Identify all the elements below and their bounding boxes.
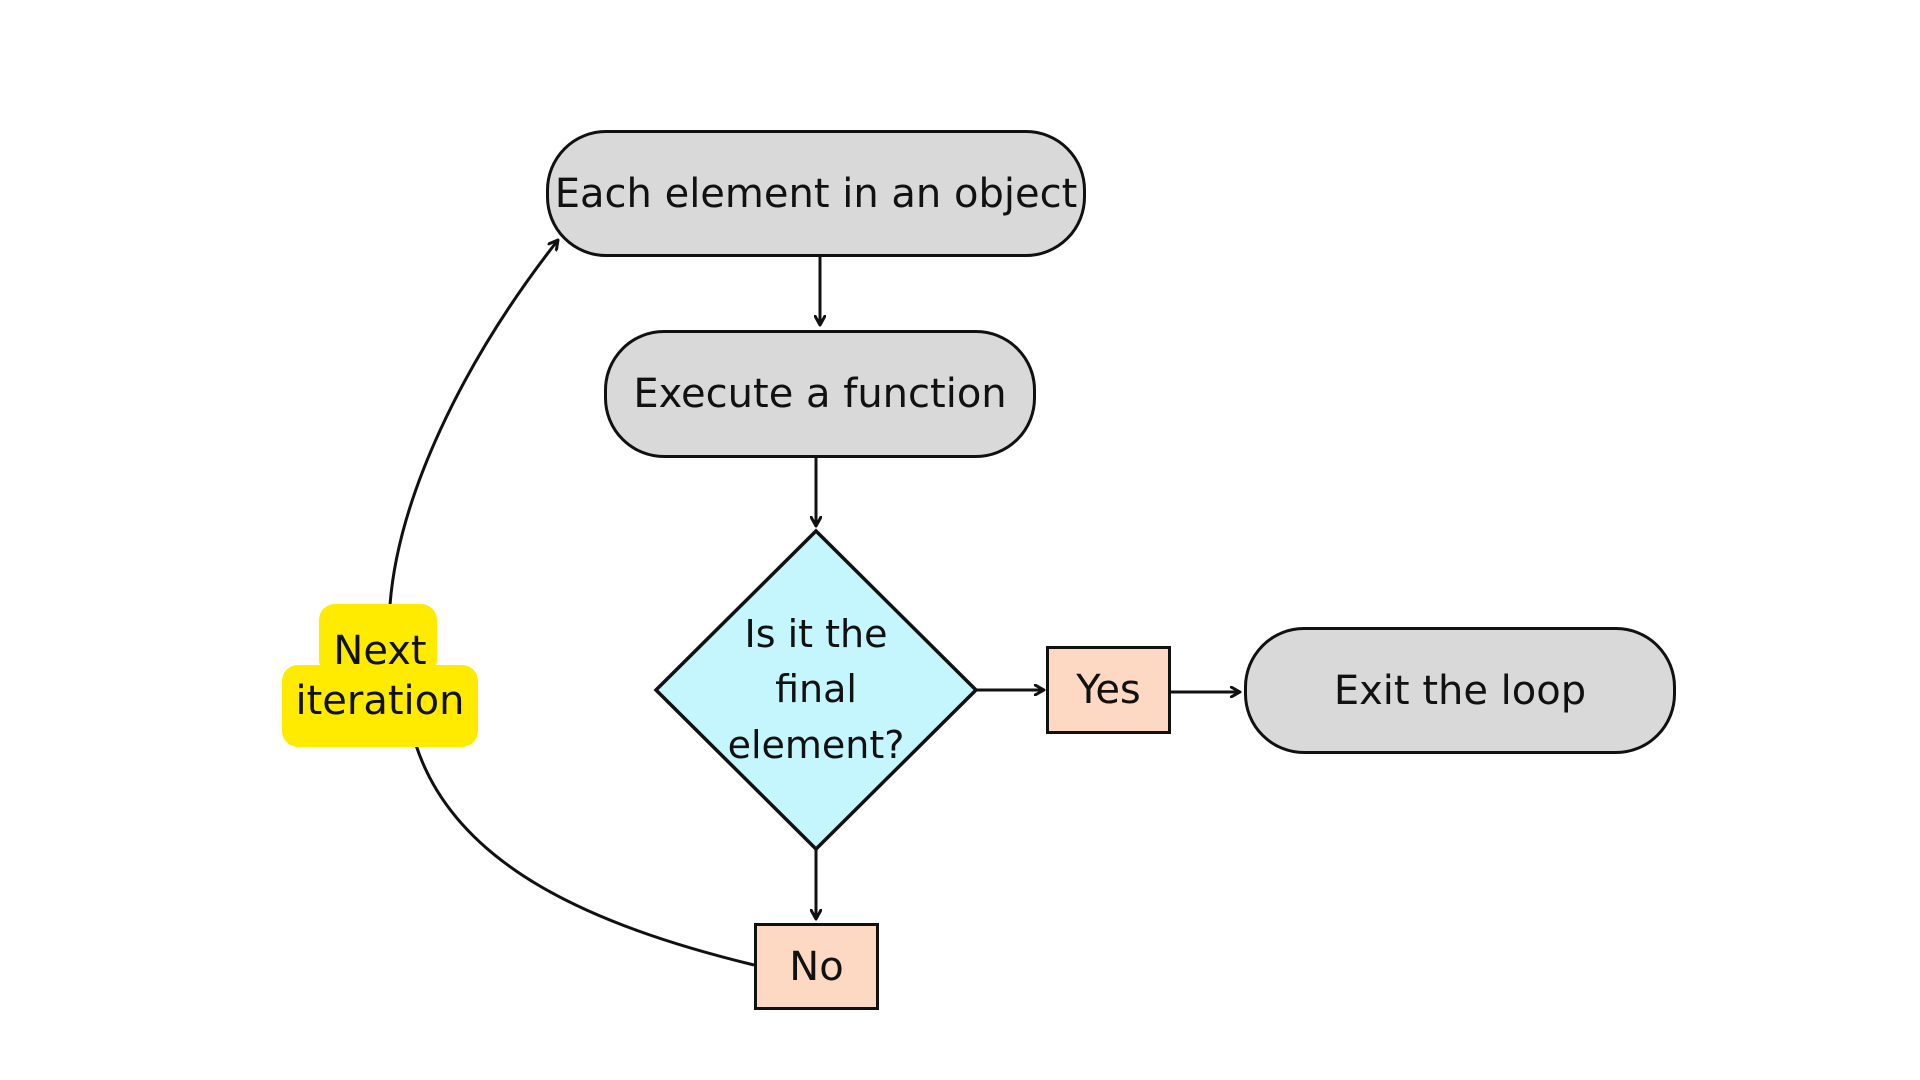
node-exit-label: Exit the loop [1333,667,1587,714]
node-no: No [754,923,879,1010]
node-exit: Exit the loop [1244,627,1676,754]
decision-line-3: element? [727,722,905,767]
node-start-label: Each element in an object [554,170,1078,217]
arrow-no-to-start-lower [414,744,755,967]
decision-line-2: final [775,667,857,712]
node-process: Execute a function [604,330,1036,458]
loop-label-line-2: iteration [295,677,465,724]
loop-label-line-1: Next [333,627,427,674]
node-yes: Yes [1046,646,1171,734]
arrow-no-to-start-upper [388,240,558,606]
node-decision-label: Is it the final element? [706,600,926,780]
loop-label-highlight [282,604,478,747]
loop-label: Next iteration [282,604,478,747]
node-process-label: Execute a function [633,371,1007,417]
decision-line-1: Is it the [744,612,888,657]
node-no-label: No [789,943,844,990]
node-yes-label: Yes [1076,667,1141,713]
node-start: Each element in an object [546,130,1086,257]
